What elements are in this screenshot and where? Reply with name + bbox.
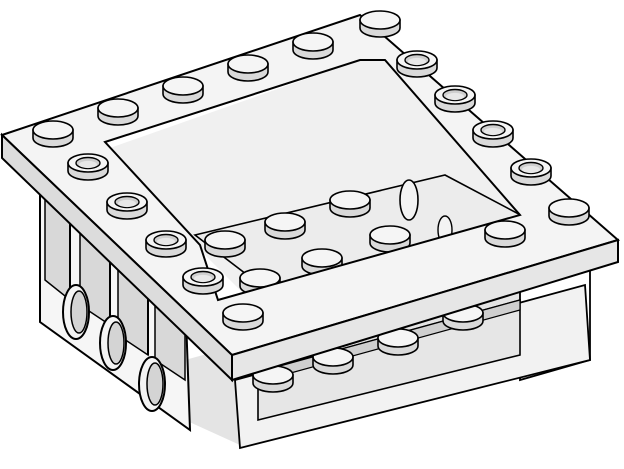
technic-hole-icon [62, 284, 90, 340]
stud-icon [264, 212, 306, 240]
top-frame [0, 13, 621, 383]
hollow-stud-icon [182, 267, 224, 295]
stud-icon [359, 10, 401, 38]
stud-icon [329, 190, 371, 218]
stud-icon [227, 54, 269, 82]
stud-icon [32, 120, 74, 148]
hollow-stud-icon [106, 192, 148, 220]
stud-icon [162, 76, 204, 104]
hollow-stud-icon [67, 153, 109, 181]
hollow-stud-icon [145, 230, 187, 258]
hollow-stud-icon [510, 158, 552, 186]
technic-hole-icon [138, 356, 166, 412]
left-side-wall [39, 177, 192, 433]
stud-icon [292, 32, 334, 60]
stud-icon [222, 303, 264, 331]
hollow-stud-icon [472, 120, 514, 148]
hollow-stud-icon [396, 50, 438, 78]
stud-icon [204, 230, 246, 258]
stud-icon [484, 220, 526, 248]
technic-hole-icon [99, 315, 127, 371]
hollow-stud-icon [434, 85, 476, 113]
stud-icon [548, 198, 590, 226]
stud-icon [97, 98, 139, 126]
inner-wall-hole-icon [399, 179, 419, 221]
